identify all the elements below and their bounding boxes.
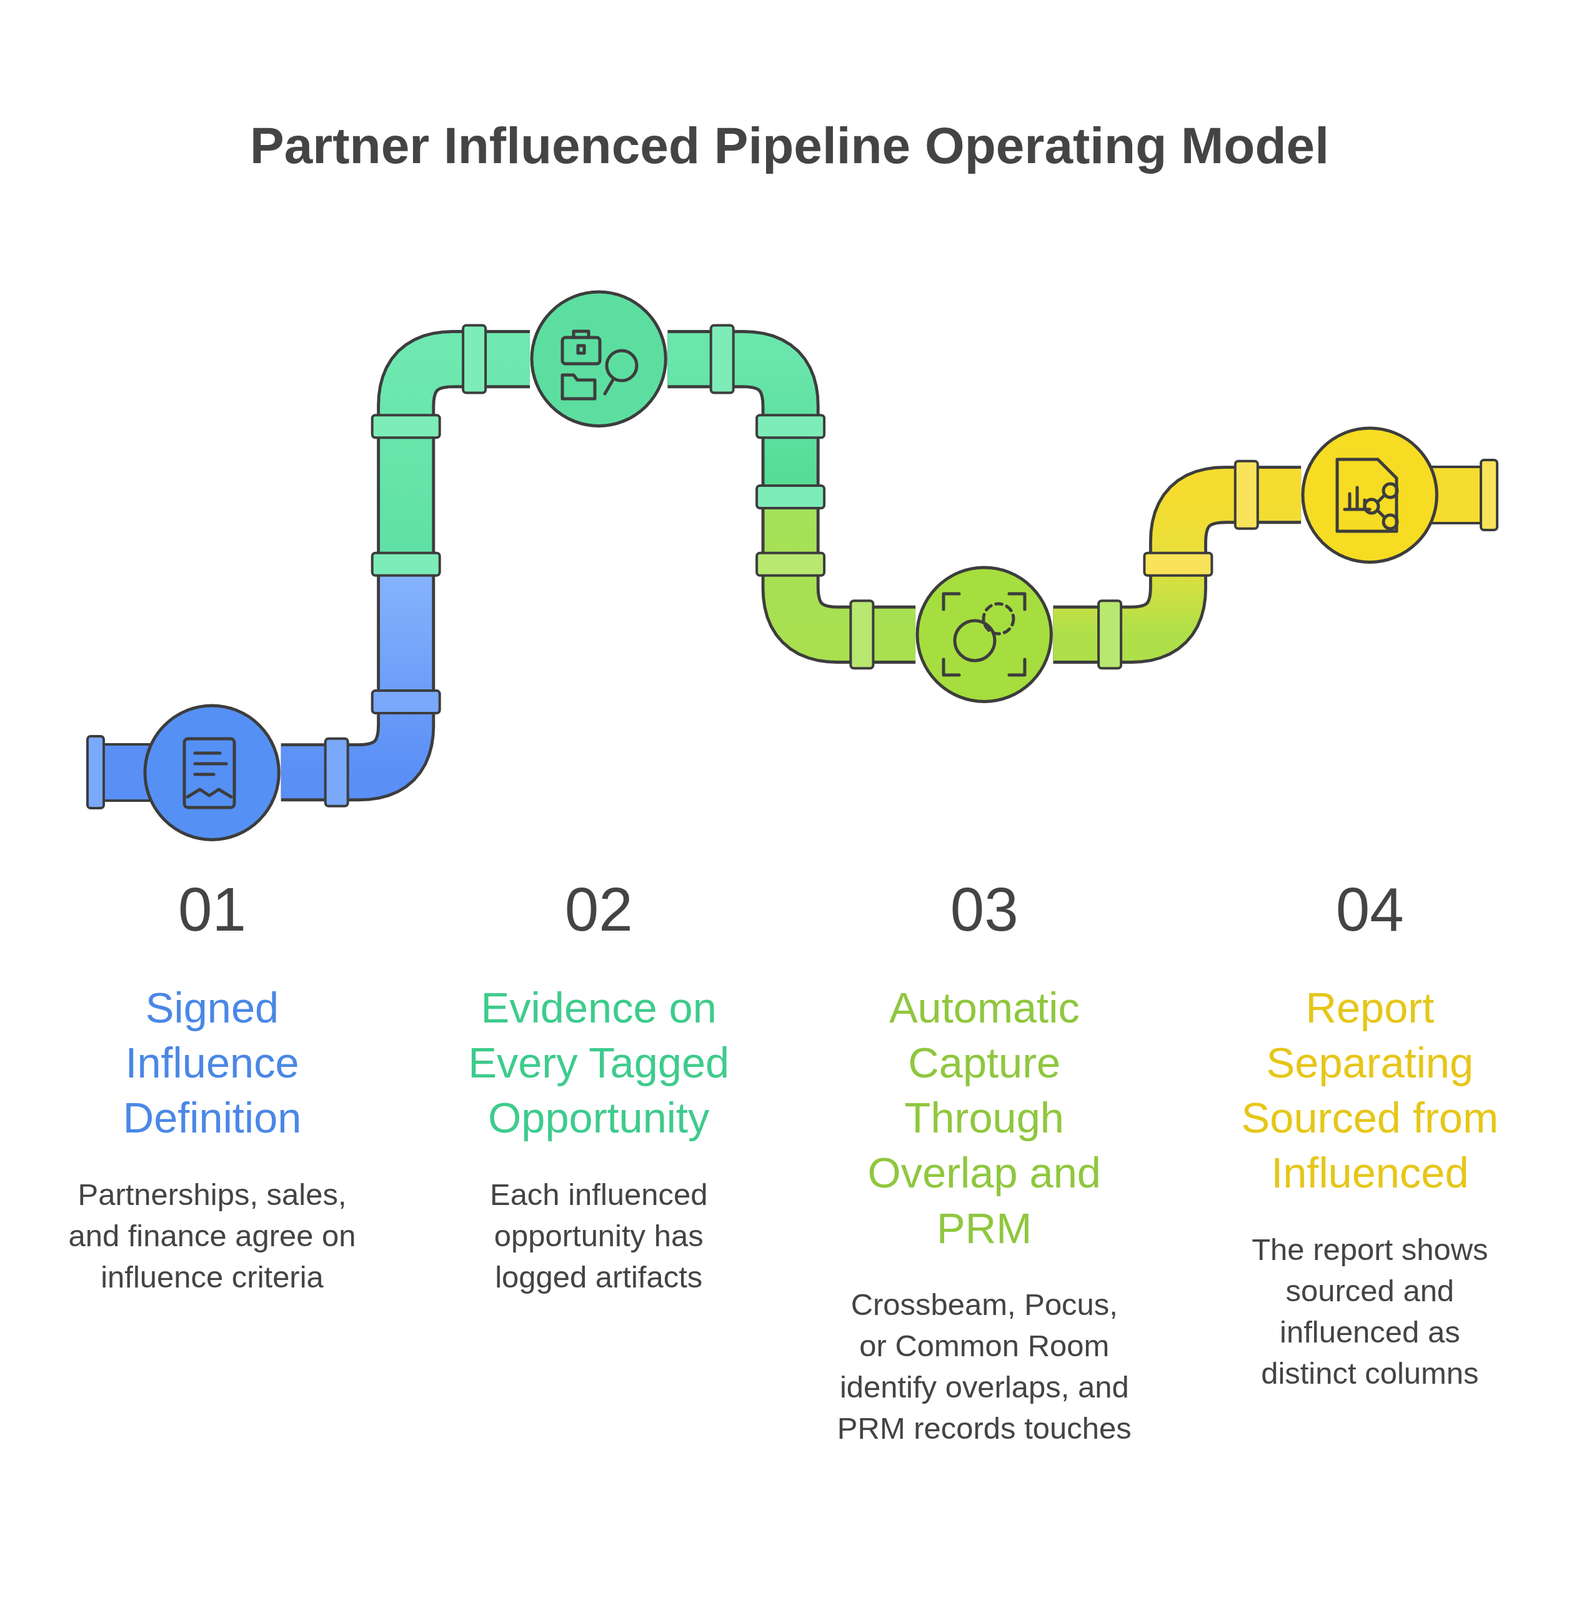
pipe-body — [281, 359, 530, 773]
step-number: 03 — [950, 875, 1019, 943]
step-description: The report shows sourced and influenced … — [1229, 1228, 1511, 1394]
step-circle — [144, 705, 279, 840]
pipe-outline — [1052, 494, 1301, 635]
step-heading: Signed Influence Definition — [79, 980, 345, 1146]
pipe-flange — [372, 414, 440, 438]
pipe-end-cap — [1480, 459, 1498, 530]
step-node: 01Signed Influence DefinitionPartnership… — [143, 703, 281, 842]
step-node: 02Evidence on Every Tagged OpportunityEa… — [529, 289, 668, 428]
pipe-connector — [1052, 494, 1301, 635]
step-description: Crossbeam, Pocus, or Common Room identif… — [834, 1283, 1136, 1449]
pipe-flange — [756, 414, 825, 438]
step-text-column: 03Automatic Capture Through Overlap and … — [790, 875, 1178, 1450]
step-number: 02 — [564, 875, 633, 943]
pipe-outline — [281, 359, 530, 773]
step-circle — [1302, 428, 1437, 562]
pipe-flange — [372, 690, 440, 713]
step-circle — [531, 291, 666, 426]
pipe-connector — [281, 359, 530, 773]
pipe-flange — [372, 552, 440, 576]
step-text-column: 04Report Separating Sourced from Influen… — [1175, 875, 1564, 1395]
pipe-outline — [667, 359, 916, 635]
pipe-flange — [756, 552, 825, 576]
step-heading: Automatic Capture Through Overlap and PR… — [851, 980, 1117, 1256]
pipe-flange — [1144, 552, 1212, 576]
pipe-body — [1052, 494, 1301, 635]
step-text-column: 02Evidence on Every Tagged OpportunityEa… — [404, 875, 793, 1298]
step-node: 04Report Separating Sourced from Influen… — [1300, 426, 1439, 564]
pipe-flange — [325, 738, 349, 807]
pipe-flange — [463, 325, 486, 394]
step-circle-frame — [529, 289, 668, 428]
step-description: Each influenced opportunity has logged a… — [468, 1173, 729, 1298]
step-circle-frame — [915, 565, 1053, 703]
step-circle-frame — [1300, 426, 1439, 564]
pipe-flange — [756, 485, 825, 509]
flange-group — [325, 325, 1258, 807]
step-circle-frame — [143, 703, 281, 842]
diagram-title: Partner Influenced Pipeline Operating Mo… — [0, 114, 1579, 177]
step-number: 04 — [1335, 875, 1405, 943]
step-text-column: 01Signed Influence DefinitionPartnership… — [18, 875, 406, 1298]
pipe-group — [281, 359, 1301, 773]
pipe-body — [667, 359, 916, 635]
pipe-end-cap — [87, 736, 104, 808]
step-node: 03Automatic Capture Through Overlap and … — [915, 565, 1053, 703]
pipe-connector — [667, 359, 916, 635]
step-heading: Report Separating Sourced from Influence… — [1216, 980, 1523, 1201]
pipe-flange — [711, 325, 734, 394]
step-circle — [917, 567, 1052, 702]
step-number: 01 — [178, 875, 247, 943]
step-heading: Evidence on Every Tagged Opportunity — [440, 980, 757, 1146]
step-description: Partnerships, sales, and finance agree o… — [54, 1173, 371, 1298]
pipe-flange — [1098, 600, 1121, 668]
pipe-flange — [1235, 461, 1258, 529]
pipe-flange — [850, 600, 873, 668]
